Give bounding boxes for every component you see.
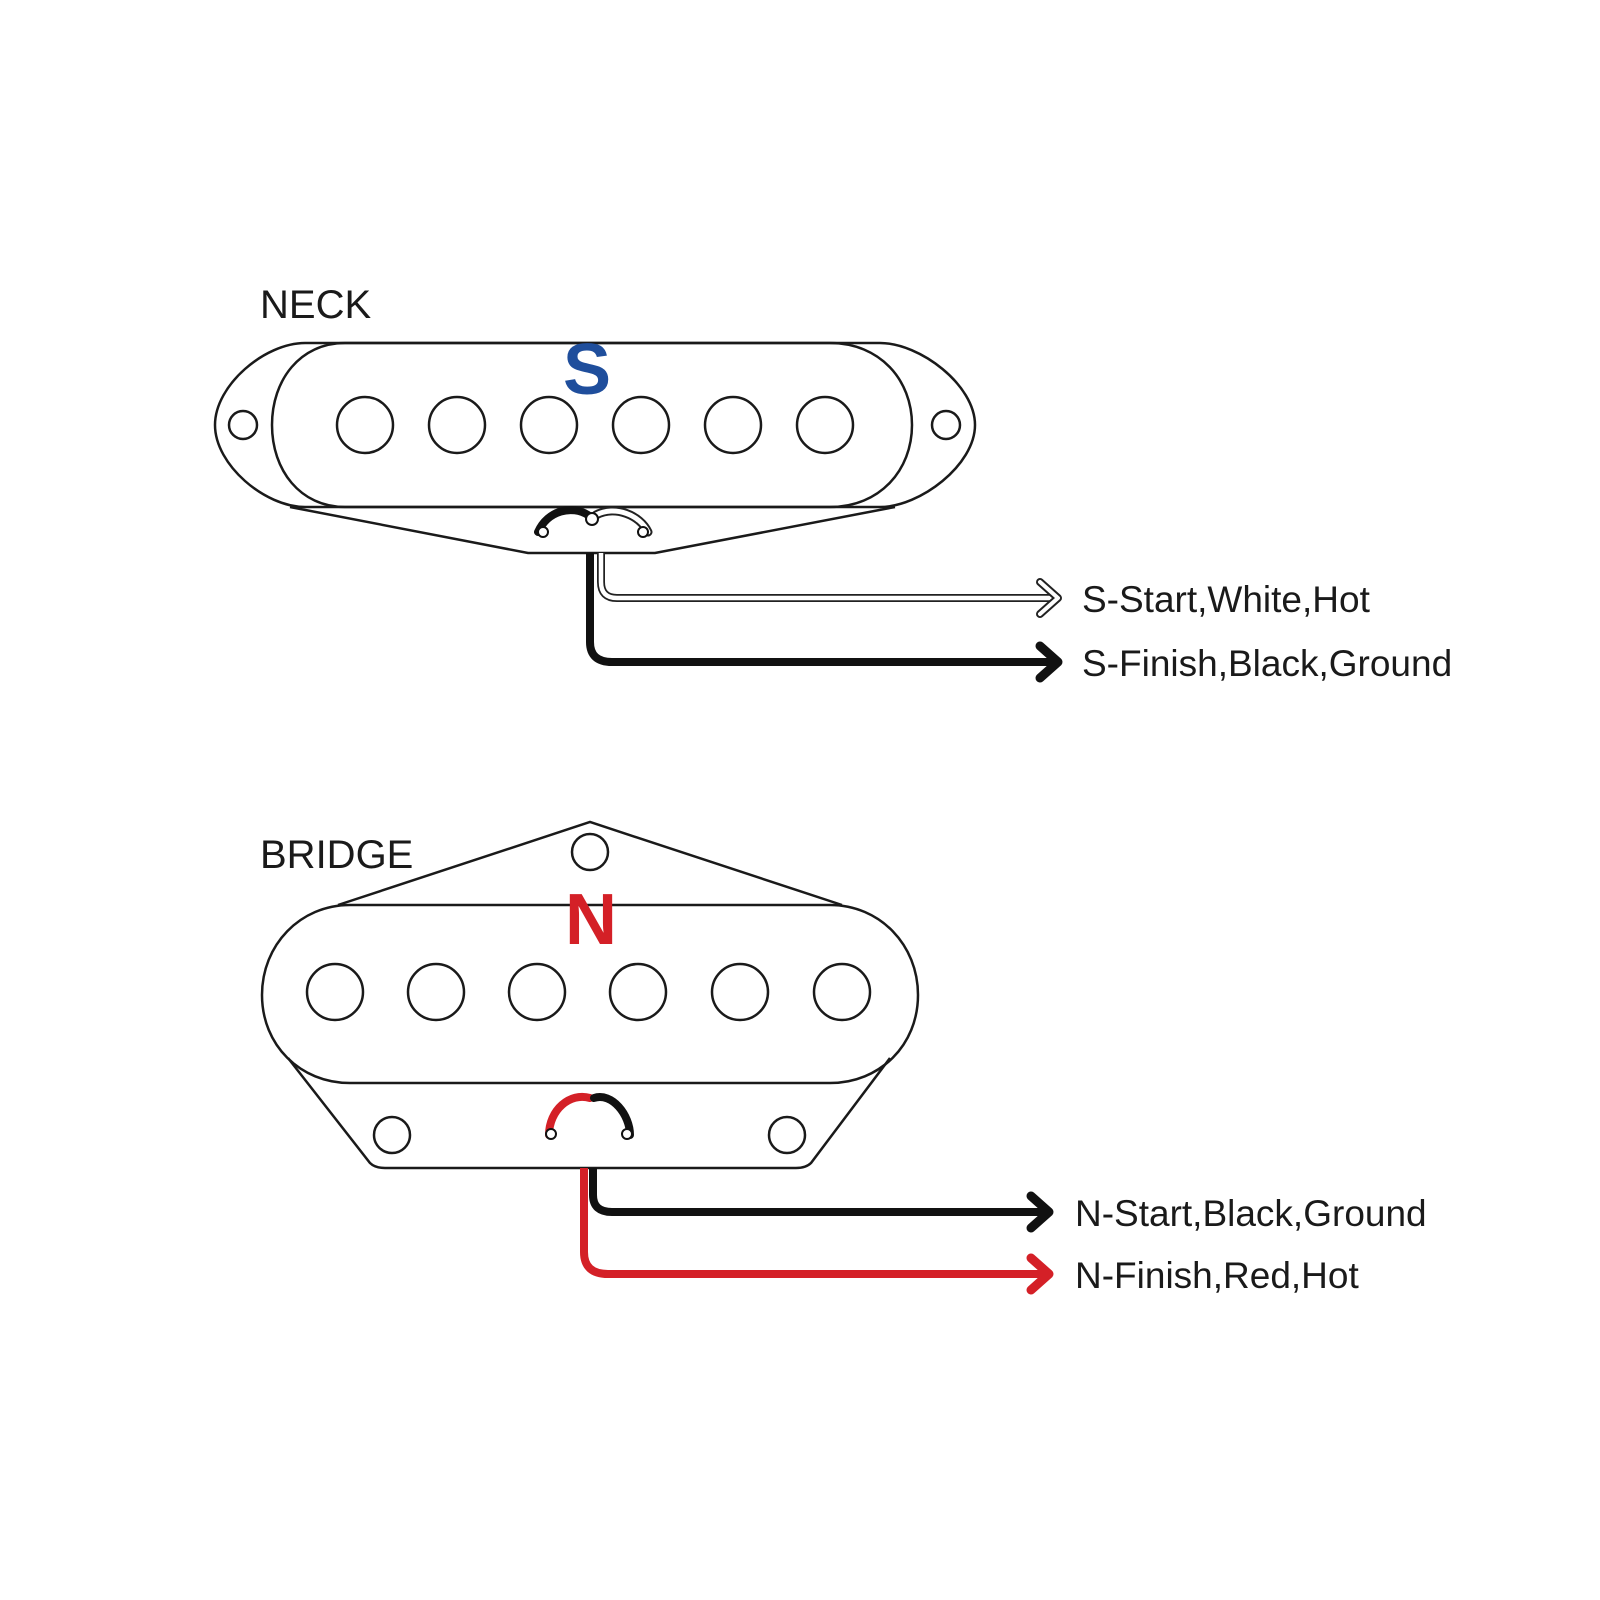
neck-white-wire — [597, 553, 1062, 618]
neck-wire-label-finish: S-Finish,Black,Ground — [1082, 643, 1452, 684]
bridge-red-arrowhead — [1026, 1253, 1054, 1295]
bridge-pole-piece — [812, 962, 872, 1022]
neck-black-arrowhead — [1035, 641, 1063, 683]
bridge-wire-label-finish: N-Finish,Red,Hot — [1075, 1255, 1359, 1296]
neck-mount-hole-right — [930, 409, 962, 441]
neck-pole-piece — [335, 395, 395, 455]
bridge-polarity: N — [565, 880, 617, 960]
bridge-mount-hole-right — [767, 1115, 807, 1155]
bridge-black-wire — [589, 1168, 1054, 1233]
neck-mounting-plate — [213, 341, 977, 509]
bridge-wire-terminals — [545, 1092, 634, 1140]
bridge-label: BRIDGE — [260, 833, 413, 877]
neck-pole-piece — [795, 395, 855, 455]
neck-pole-piece — [611, 395, 671, 455]
bridge-wire-label-start: N-Start,Black,Ground — [1075, 1193, 1427, 1234]
neck-wire-terminals — [534, 506, 653, 538]
neck-pole-piece — [519, 395, 579, 455]
bridge-pole-piece — [305, 962, 365, 1022]
neck-pole-piece — [427, 395, 487, 455]
bridge-pole-piece — [608, 962, 668, 1022]
bridge-pole-piece — [406, 962, 466, 1022]
neck-pickup: NECK S — [213, 283, 1452, 684]
bridge-top-tab — [337, 820, 843, 907]
neck-pole-piece — [703, 395, 763, 455]
neck-polarity: S — [563, 330, 611, 410]
neck-label: NECK — [260, 283, 371, 327]
bridge-pickup: BRIDGE N — [260, 820, 1427, 1296]
neck-wire-label-start: S-Start,White,Hot — [1082, 579, 1371, 620]
neck-black-wire — [586, 553, 1063, 683]
bridge-pole-piece — [710, 962, 770, 1022]
bridge-base-plate — [287, 1057, 891, 1170]
bridge-pickup-cover — [260, 903, 920, 1085]
neck-mount-hole-left — [227, 409, 259, 441]
bridge-mount-hole-left — [372, 1115, 412, 1155]
bridge-black-arrowhead — [1026, 1191, 1054, 1233]
bridge-red-wire — [580, 1168, 1054, 1295]
bridge-mount-hole-top — [570, 832, 610, 872]
bridge-pole-piece — [507, 962, 567, 1022]
neck-pickup-cover — [270, 341, 914, 509]
